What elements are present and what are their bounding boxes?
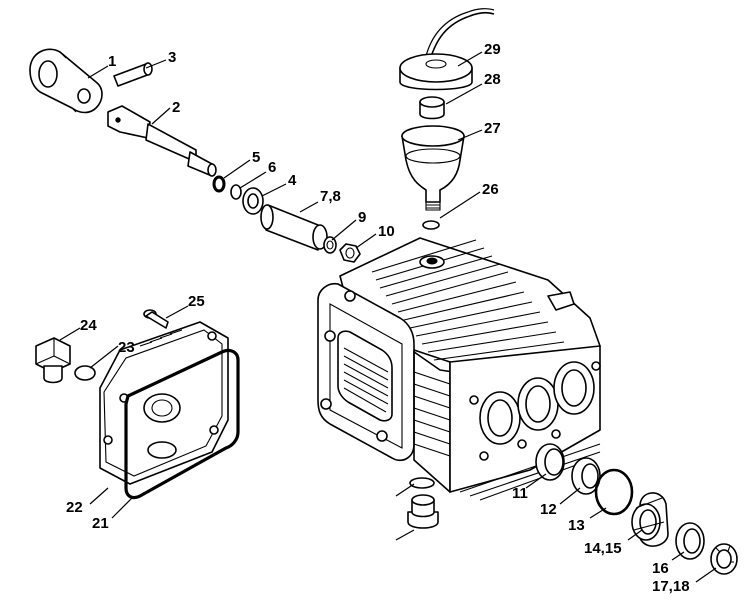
part-21-o-ring <box>74 365 96 381</box>
leader-lines <box>59 51 717 583</box>
callout-11: 11 <box>512 485 528 502</box>
part-28-o-ring <box>409 477 435 489</box>
callout-3: 3 <box>168 49 176 66</box>
part-24-o-ring <box>422 220 440 230</box>
part-7-8-sleeve <box>260 204 328 251</box>
callout-4: 4 <box>288 172 297 189</box>
callout-24: 26 <box>482 181 499 198</box>
callout-23: 25 <box>188 293 205 310</box>
part-11-seal <box>535 443 565 481</box>
callout-1: 1 <box>108 53 116 70</box>
callout-17-18: 17,18 <box>652 578 690 595</box>
callout-20: 22 <box>66 499 83 516</box>
part-5-ring <box>212 175 226 193</box>
part-3-pin <box>113 62 153 87</box>
callout-26: 28 <box>484 71 501 88</box>
part-16-seal <box>675 522 705 560</box>
part-25-cup <box>401 125 465 211</box>
fan-grille-icon <box>337 330 393 422</box>
cylinder-ports <box>469 361 601 461</box>
callout-7-8: 7,8 <box>320 188 341 205</box>
callout-14-15: 14,15 <box>584 540 622 557</box>
part-12-seal <box>571 457 601 495</box>
part-14-15-valve-sleeve <box>631 492 669 547</box>
callout-10: 10 <box>378 223 395 240</box>
callout-16: 16 <box>652 560 669 577</box>
part-22-plug <box>35 337 71 384</box>
callout-13: 13 <box>568 517 585 534</box>
callout-5: 5 <box>252 149 260 166</box>
part-6-ring <box>230 184 242 200</box>
part-1-connecting-rod <box>29 48 103 114</box>
callout-21: 23 <box>118 339 135 356</box>
part-19-gasket <box>124 348 240 500</box>
callout-19: 21 <box>92 515 109 532</box>
part-26-spacer <box>419 96 445 120</box>
callout-9: 9 <box>358 209 366 226</box>
callout-25: 27 <box>484 120 501 137</box>
callout-2: 2 <box>172 99 180 116</box>
part-10-nut <box>339 243 361 263</box>
part-27-cap-with-cable <box>399 8 495 91</box>
part-17-18-ring <box>710 543 738 575</box>
part-2-plunger <box>107 105 217 177</box>
pump-housing <box>317 237 601 501</box>
callout-12: 12 <box>540 501 557 518</box>
callout-27: 29 <box>484 41 501 58</box>
callout-6: 6 <box>268 159 276 176</box>
callout-labels: 1 3 2 5 6 4 7,8 9 10 29 28 27 26 24 23 2… <box>66 41 690 595</box>
callout-22: 24 <box>80 317 97 334</box>
part-9-washer <box>323 236 337 254</box>
part-29-plug <box>407 494 439 529</box>
part-13-o-ring <box>594 468 634 516</box>
part-23-screw <box>143 309 169 329</box>
part-4-washer <box>242 187 264 215</box>
